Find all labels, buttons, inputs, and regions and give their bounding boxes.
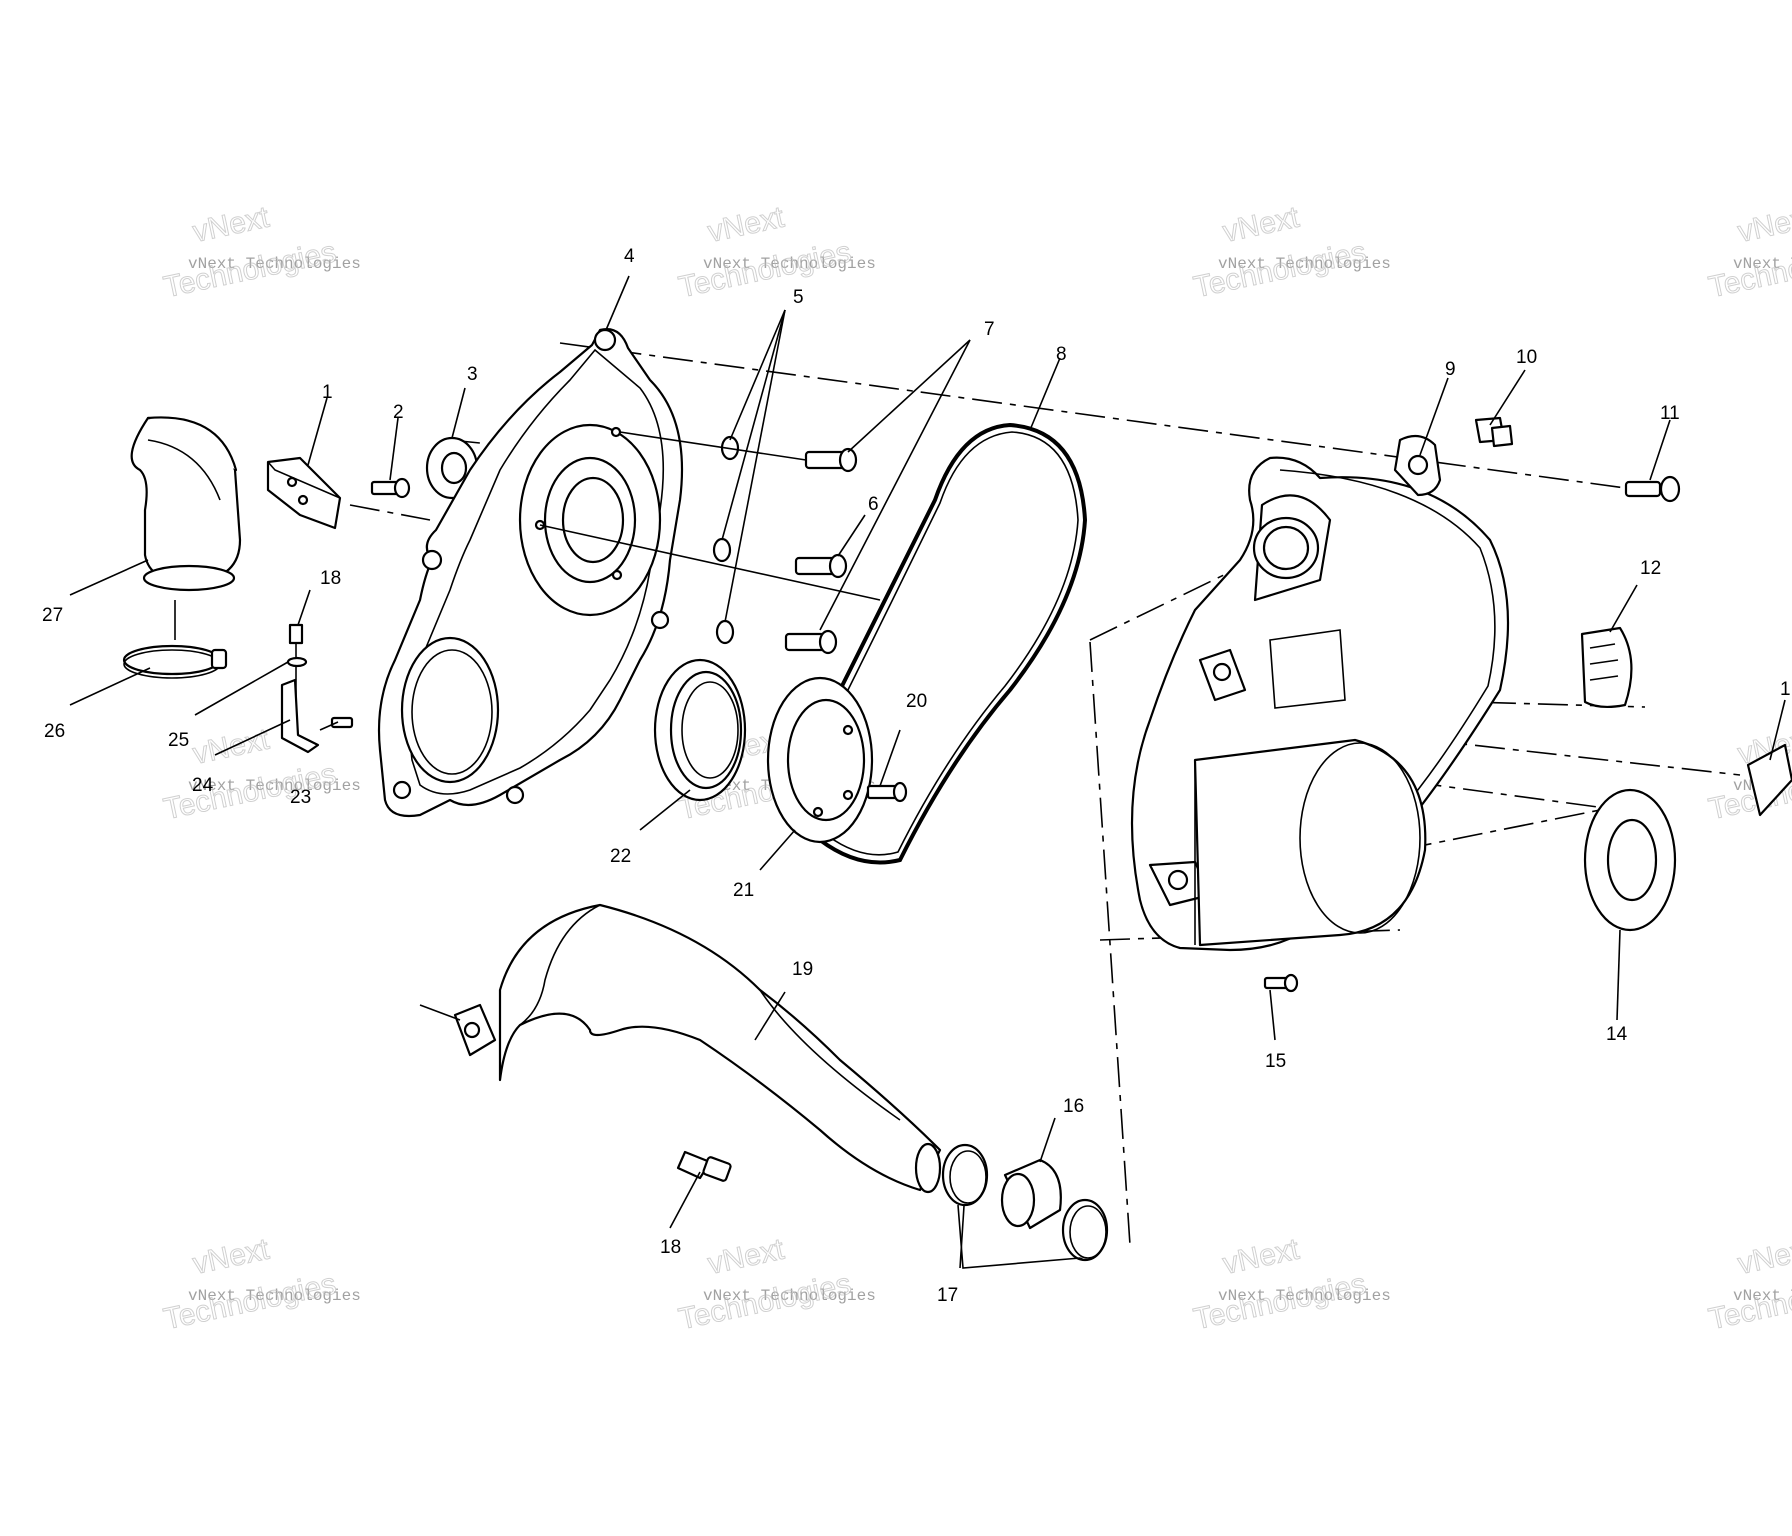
svg-text:Technologies: Technologies [676, 1268, 854, 1337]
callout-9: 9 [1445, 359, 1456, 380]
callout-4: 4 [624, 246, 635, 267]
callout-17: 17 [937, 1285, 958, 1306]
callout-3: 3 [467, 364, 478, 385]
fastener-stack [280, 623, 354, 754]
svg-text:Technologies: Technologies [161, 758, 339, 827]
callout-18-top: 18 [320, 568, 341, 589]
watermark: vNext vNext Technologies Technologies [1705, 200, 1792, 305]
svg-text:vNext Technologies: vNext Technologies [1733, 1287, 1792, 1305]
callout-2: 2 [393, 402, 404, 423]
svg-text:vNext: vNext [1220, 201, 1303, 249]
gasket-14 [1583, 788, 1677, 932]
clamps-17 [941, 1143, 1109, 1262]
svg-text:vNext Technologies: vNext Technologies [188, 1287, 361, 1305]
hose-clamp-26 [122, 644, 228, 679]
callout-18-bottom: 18 [660, 1237, 681, 1258]
callout-labels: 1 2 3 4 5 6 7 8 9 10 11 12 1 14 15 16 17… [42, 246, 1791, 1306]
svg-text:vNext Technologies: vNext Technologies [188, 777, 361, 795]
watermark: vNext vNext Technologies Technologies [1190, 200, 1391, 305]
callout-24: 24 [192, 775, 214, 796]
callout-22: 22 [610, 846, 631, 867]
outer-cover [1130, 434, 1510, 952]
screw-20 [866, 781, 908, 803]
svg-text:vNext Technologies: vNext Technologies [703, 1287, 876, 1305]
intake-duct [130, 416, 242, 592]
watermark: vNext vNext Technologies Technologies [675, 1232, 876, 1337]
callout-8: 8 [1056, 344, 1067, 365]
leader-lines [69, 275, 1786, 1269]
screw-2 [370, 477, 411, 499]
svg-text:Technologies: Technologies [161, 236, 339, 305]
svg-text:vNext: vNext [705, 201, 788, 249]
watermark: vNext vNext Technologies Technologies [1190, 1232, 1391, 1337]
drive-belt [804, 422, 1088, 865]
watermark: vNext vNext Technologies Technologies [675, 200, 876, 305]
callout-10: 10 [1516, 347, 1537, 368]
exhaust-duct [419, 903, 942, 1194]
screw-15 [1263, 973, 1299, 993]
svg-text:vNext: vNext [705, 1233, 788, 1281]
svg-text:vNext Technologies: vNext Technologies [1218, 1287, 1391, 1305]
bolt-18 [676, 1150, 732, 1182]
callout-7: 7 [984, 319, 995, 340]
decal-10 [1474, 416, 1514, 448]
svg-text:vNext Technologies: vNext Technologies [1218, 255, 1391, 273]
callout-13: 1 [1780, 679, 1791, 700]
callout-5: 5 [793, 287, 804, 308]
svg-text:Technologies: Technologies [1191, 236, 1369, 305]
callout-23: 23 [290, 787, 311, 808]
bracket-1 [266, 456, 342, 530]
svg-text:Technologies: Technologies [676, 236, 854, 305]
callout-19: 19 [792, 959, 813, 980]
svg-text:Technologies: Technologies [1191, 1268, 1369, 1337]
callout-1: 1 [322, 382, 333, 403]
callout-15: 15 [1265, 1051, 1286, 1072]
watermark: vNext vNext Technologies Technologies [160, 200, 361, 305]
svg-text:vNext: vNext [190, 1233, 273, 1281]
seal-22 [653, 658, 747, 802]
svg-text:vNext: vNext [1220, 1233, 1303, 1281]
watermark: vNext vNext Technologies Technologies [160, 1232, 361, 1337]
callout-16: 16 [1063, 1096, 1084, 1117]
svg-text:vNext: vNext [1735, 1233, 1792, 1281]
washers-5 [712, 435, 740, 645]
callout-27: 27 [42, 605, 63, 626]
bolts-7-6 [539, 431, 881, 655]
inner-case-plate [377, 328, 684, 818]
callout-6: 6 [868, 494, 879, 515]
callout-12: 12 [1640, 558, 1661, 579]
callout-20: 20 [906, 691, 927, 712]
coupler-16 [1000, 1158, 1062, 1230]
svg-text:Technologies: Technologies [161, 1268, 339, 1337]
callout-21: 21 [733, 880, 754, 901]
label-12 [1580, 626, 1633, 709]
svg-text:vNext Technologies: vNext Technologies [1733, 255, 1792, 273]
callout-25: 25 [168, 730, 189, 751]
svg-text:vNext: vNext [190, 201, 273, 249]
callout-14: 14 [1606, 1024, 1628, 1045]
svg-text:vNext Technologies: vNext Technologies [703, 255, 876, 273]
svg-text:vNext Technologies: vNext Technologies [188, 255, 361, 273]
svg-text:vNext: vNext [1735, 201, 1792, 249]
callout-11: 11 [1660, 403, 1680, 424]
watermark: vNext vNext Technologies Technologies [1705, 1232, 1792, 1337]
screw-11 [1624, 475, 1681, 503]
pulley-plate-21 [766, 676, 874, 844]
callout-26: 26 [44, 721, 65, 742]
